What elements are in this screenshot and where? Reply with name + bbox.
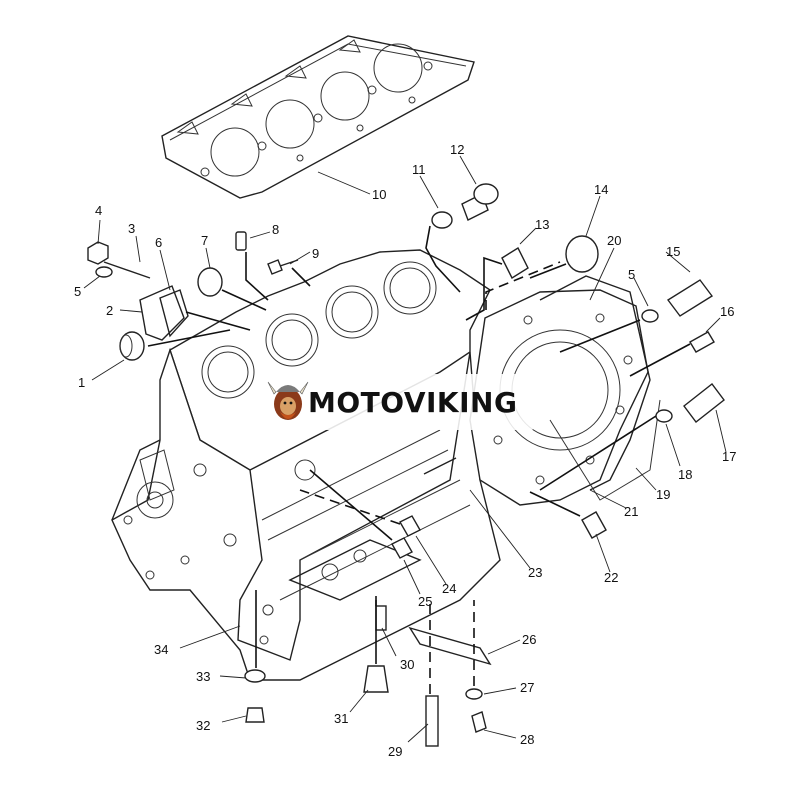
stud-part-29 xyxy=(425,695,439,747)
bolt-part-32 xyxy=(245,707,265,723)
washer-part-5b xyxy=(641,309,659,323)
callout-23: 23 xyxy=(528,565,542,580)
callout-24: 24 xyxy=(442,581,456,596)
plug-part-22 xyxy=(581,511,607,539)
rear-plate xyxy=(469,275,661,506)
callout-labels: 1 2 3 4 5 6 7 8 9 10 11 12 13 14 15 5 16… xyxy=(74,142,736,759)
callout-26: 26 xyxy=(522,632,536,647)
callout-1: 1 xyxy=(78,375,85,390)
callout-6: 6 xyxy=(155,235,162,250)
callout-18: 18 xyxy=(678,467,692,482)
callout-27: 27 xyxy=(520,680,534,695)
callout-11: 11 xyxy=(412,162,426,177)
stud-part-3 xyxy=(103,261,151,279)
pin-part-16 xyxy=(689,331,715,353)
assembly-lines xyxy=(147,225,691,694)
callout-5: 5 xyxy=(74,284,81,299)
callout-31: 31 xyxy=(334,711,348,726)
plug-part-13 xyxy=(501,246,529,280)
callout-5-b: 5 xyxy=(628,267,635,282)
callout-leaders xyxy=(83,155,727,743)
callout-9: 9 xyxy=(312,246,319,261)
callout-33: 33 xyxy=(196,669,210,684)
viking-mascot-icon xyxy=(267,381,309,420)
plug-part-24 xyxy=(399,515,421,537)
washer-part-27 xyxy=(465,688,483,700)
callout-2: 2 xyxy=(106,303,113,318)
rail-part-26 xyxy=(408,626,492,666)
plug-part-1 xyxy=(119,331,145,361)
callout-20: 20 xyxy=(607,233,621,248)
bolt-part-17 xyxy=(683,383,725,423)
callout-12: 12 xyxy=(450,142,464,157)
cap-part-14 xyxy=(565,235,599,273)
callout-22: 22 xyxy=(604,570,618,585)
head-gasket xyxy=(161,35,475,199)
callout-14: 14 xyxy=(594,182,608,197)
nut-part-4 xyxy=(87,241,109,265)
engine-block xyxy=(111,249,501,681)
washer-part-33 xyxy=(244,669,266,683)
pin-part-30 xyxy=(375,605,387,631)
callout-19: 19 xyxy=(656,487,670,502)
callout-10: 10 xyxy=(372,187,386,202)
callout-29: 29 xyxy=(388,744,402,759)
washer-part-18 xyxy=(655,409,673,423)
washer-part-11 xyxy=(431,211,453,229)
washer-part-5 xyxy=(95,266,113,278)
callout-8: 8 xyxy=(272,222,279,237)
callout-3: 3 xyxy=(128,221,135,236)
bolt-part-15 xyxy=(666,279,714,317)
callout-16: 16 xyxy=(720,304,734,319)
bracket-part-2 xyxy=(139,285,185,341)
plug-part-31 xyxy=(363,665,389,693)
callout-17: 17 xyxy=(722,449,736,464)
callout-32: 32 xyxy=(196,718,210,733)
watermark: MOTOVIKING xyxy=(262,374,536,430)
callout-15: 15 xyxy=(666,244,680,259)
callout-34: 34 xyxy=(154,642,168,657)
callout-25: 25 xyxy=(418,594,432,609)
callout-21: 21 xyxy=(624,504,638,519)
callout-30: 30 xyxy=(400,657,414,672)
watermark-text: MOTOVIKING xyxy=(308,386,517,419)
gasket-part-6 xyxy=(159,289,189,338)
watermark-backdrop xyxy=(262,374,536,430)
plug-part-7 xyxy=(197,267,223,297)
plug-part-25 xyxy=(391,537,413,559)
callout-13: 13 xyxy=(535,217,549,232)
callout-7: 7 xyxy=(201,233,208,248)
callout-4: 4 xyxy=(95,203,102,218)
stud-part-23 xyxy=(423,457,457,475)
callout-28: 28 xyxy=(520,732,534,747)
dowel-part-8 xyxy=(235,231,247,251)
bolt-part-28 xyxy=(471,711,487,733)
